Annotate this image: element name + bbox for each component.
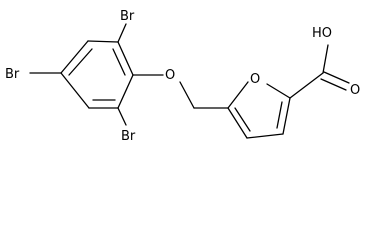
bond bbox=[117, 23, 127, 43]
bond bbox=[68, 48, 93, 76]
furan-oxygen-atom: O bbox=[250, 72, 260, 87]
bond bbox=[112, 48, 126, 76]
bond bbox=[117, 74, 134, 109]
atom-labels: Br Br Br O O HO O bbox=[5, 9, 360, 144]
bromine-atom-left: Br bbox=[5, 67, 20, 82]
bromine-atom-bottom: Br bbox=[121, 129, 136, 144]
hydroxyl-group-label: HO bbox=[312, 26, 332, 41]
benzene-ring bbox=[60, 40, 134, 109]
bond bbox=[227, 81, 249, 109]
substituent-bonds bbox=[29, 23, 229, 126]
bond bbox=[322, 44, 329, 74]
bond bbox=[227, 107, 248, 139]
carbonyl-oxygen-atom: O bbox=[350, 83, 360, 98]
furan-ring bbox=[227, 81, 291, 139]
bond bbox=[320, 78, 347, 91]
bond bbox=[60, 40, 89, 74]
bond bbox=[289, 72, 324, 99]
bond bbox=[179, 81, 195, 109]
carboxylic-acid bbox=[289, 44, 350, 99]
bond bbox=[323, 71, 350, 84]
bond bbox=[60, 72, 90, 109]
ether-oxygen-atom: O bbox=[165, 68, 175, 83]
bond bbox=[276, 101, 283, 129]
bond bbox=[234, 107, 251, 132]
bond bbox=[266, 83, 291, 99]
bond bbox=[246, 133, 284, 139]
bond bbox=[117, 107, 127, 126]
chemical-structure: Br Br Br O O HO O bbox=[5, 9, 360, 144]
bromine-atom-top: Br bbox=[120, 9, 135, 24]
bond bbox=[117, 41, 134, 76]
bond bbox=[282, 97, 291, 135]
bond bbox=[87, 40, 119, 43]
